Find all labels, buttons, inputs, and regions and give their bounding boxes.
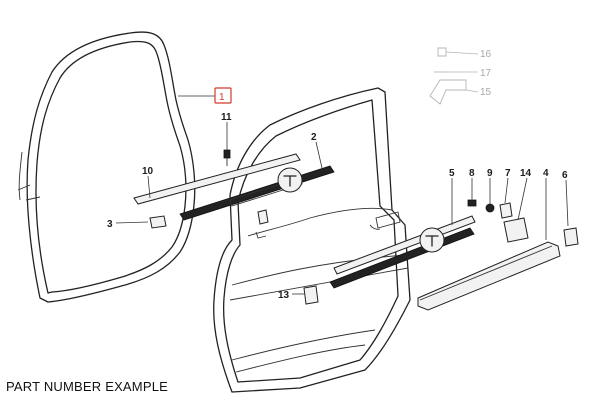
- callout-17[interactable]: 17: [480, 68, 492, 79]
- leader-lines: [115, 51, 569, 295]
- callout-9[interactable]: 9: [487, 168, 493, 179]
- callout-15[interactable]: 15: [480, 87, 492, 98]
- callout-8[interactable]: 8: [469, 168, 475, 179]
- callout-11[interactable]: 11: [221, 112, 232, 123]
- callout-2[interactable]: 2: [311, 132, 317, 143]
- callout-1[interactable]: 1: [219, 92, 225, 103]
- callout-16[interactable]: 16: [480, 49, 492, 60]
- callout-13[interactable]: 13: [278, 290, 290, 301]
- door-shell: [213, 87, 411, 393]
- lower-mouldings: [329, 215, 561, 311]
- callout-6[interactable]: 6: [562, 170, 568, 181]
- callout-5[interactable]: 5: [449, 168, 455, 179]
- window-mouldings: [133, 153, 335, 221]
- door-seal: [17, 31, 196, 303]
- callout-4[interactable]: 4: [543, 168, 549, 179]
- callout-3[interactable]: 3: [107, 219, 113, 230]
- callout-10[interactable]: 10: [142, 166, 154, 177]
- callout-labels: 1 2 3 4 5 6 7 8 9 10 11 13 14 15 16 17: [107, 49, 568, 301]
- callout-14[interactable]: 14: [520, 168, 532, 179]
- selected-part-box[interactable]: [214, 87, 232, 104]
- hardware-parts: [149, 47, 579, 305]
- callout-7[interactable]: 7: [505, 168, 511, 179]
- caption: PART NUMBER EXAMPLE: [6, 379, 169, 394]
